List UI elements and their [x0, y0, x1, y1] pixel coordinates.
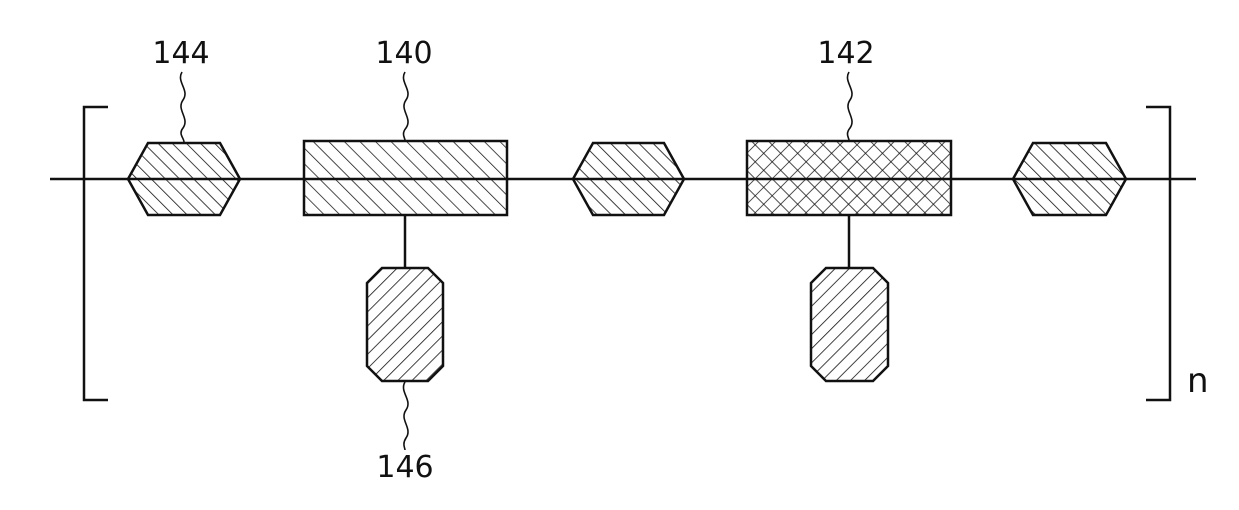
- leader-144: [180, 72, 185, 142]
- leader-142: [847, 72, 852, 140]
- linker-hexagon-144: [128, 143, 240, 215]
- label-146: 146: [376, 450, 433, 485]
- left-bracket: [84, 107, 108, 400]
- label-144: 144: [152, 36, 209, 71]
- leader-140: [403, 72, 408, 140]
- right-bracket: [1146, 107, 1170, 400]
- unit-block-142: [747, 141, 951, 215]
- side-group-right: [811, 268, 888, 381]
- leader-146: [403, 382, 408, 450]
- linker-hexagon-right: [1013, 143, 1126, 215]
- repeat-count-label: n: [1187, 361, 1209, 401]
- unit-block-140: [304, 141, 507, 215]
- linker-hexagon-middle: [573, 143, 684, 215]
- label-142: 142: [817, 36, 874, 71]
- label-140: 140: [375, 36, 432, 71]
- side-group-146: [367, 268, 443, 381]
